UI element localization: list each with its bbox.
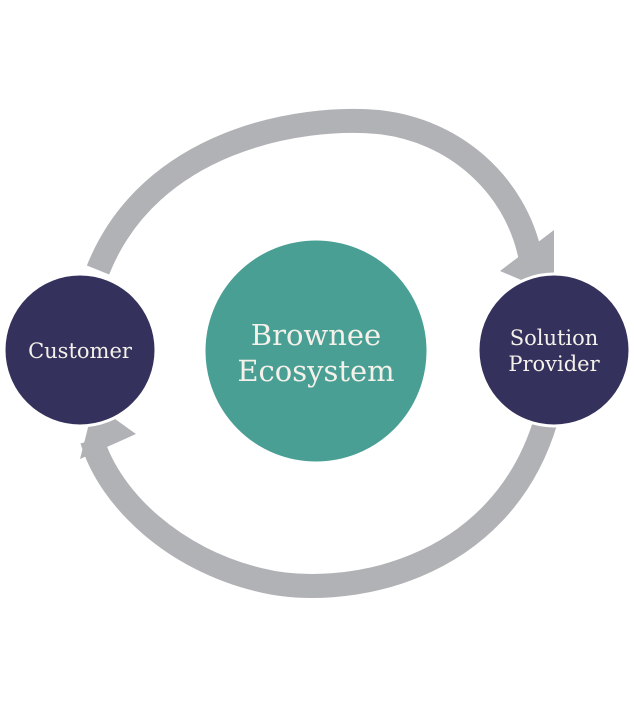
center-node: Brownee Ecosystem [202,237,430,465]
solution-provider-label-line2: Provider [508,352,600,376]
solution-provider-node: Solution Provider [476,272,632,428]
customer-node: Customer [2,272,158,428]
customer-label: Customer [28,339,133,363]
center-label-line1: Brownee [251,318,381,352]
solution-provider-label-line1: Solution [510,326,599,350]
center-label-line2: Ecosystem [237,354,394,388]
bottom-cycle-arrow [80,416,558,598]
top-cycle-arrow [86,108,542,275]
